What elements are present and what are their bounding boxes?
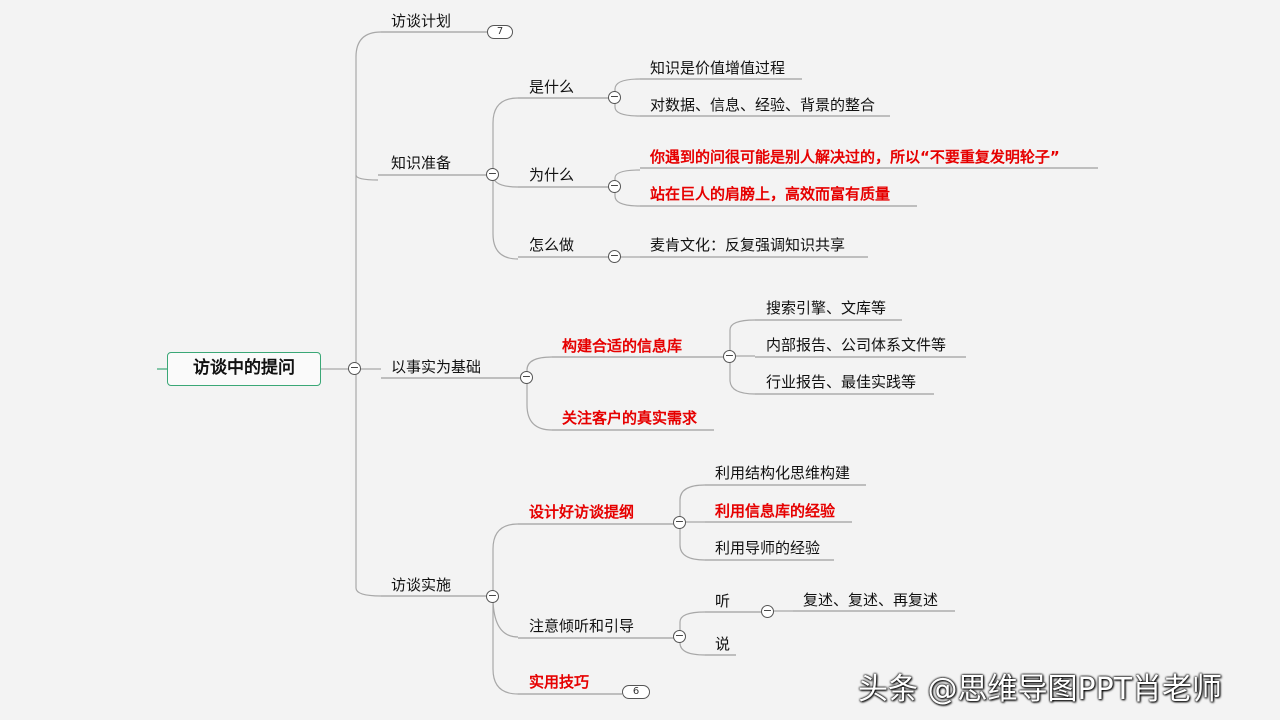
topic-what-item-1[interactable]: 知识是价值增值过程 bbox=[650, 59, 786, 77]
topic-database-item-1[interactable]: 搜索引擎、文库等 bbox=[766, 299, 887, 317]
topic-database-item-3[interactable]: 行业报告、最佳实践等 bbox=[766, 373, 917, 391]
topic-tips[interactable]: 实用技巧 bbox=[529, 673, 590, 691]
watermark-text: 头条 @思维导图PPT肖老师 bbox=[858, 672, 1223, 707]
how-collapse-toggle[interactable]: − bbox=[608, 249, 621, 263]
what-collapse-toggle[interactable]: − bbox=[608, 90, 621, 104]
topic-how-item-1[interactable]: 麦肯文化：反复强调知识共享 bbox=[650, 236, 846, 254]
topic-outline-item-1[interactable]: 利用结构化思维构建 bbox=[715, 464, 851, 482]
facts-collapse-toggle[interactable]: − bbox=[520, 370, 533, 384]
listen-collapse-toggle[interactable]: − bbox=[673, 629, 686, 643]
topic-listen[interactable]: 注意倾听和引导 bbox=[529, 617, 635, 635]
root-topic[interactable]: 访谈中的提问 bbox=[167, 352, 321, 386]
root-collapse-toggle[interactable]: − bbox=[348, 361, 361, 375]
topic-knowledge[interactable]: 知识准备 bbox=[391, 154, 452, 172]
topic-why-item-2[interactable]: 站在巨人的肩膀上，高效而富有质量 bbox=[650, 185, 891, 203]
topic-what[interactable]: 是什么 bbox=[529, 78, 575, 96]
topic-how[interactable]: 怎么做 bbox=[529, 236, 575, 254]
topic-execution[interactable]: 访谈实施 bbox=[391, 576, 452, 594]
topic-needs[interactable]: 关注客户的真实需求 bbox=[562, 409, 698, 427]
topic-why-item-1[interactable]: 你遇到的问很可能是别人解决过的，所以“不要重复发明轮子” bbox=[650, 148, 1060, 166]
topic-outline-item-3[interactable]: 利用导师的经验 bbox=[715, 539, 821, 557]
topic-speak[interactable]: 说 bbox=[715, 635, 731, 653]
why-collapse-toggle[interactable]: − bbox=[608, 179, 621, 193]
topic-what-item-2[interactable]: 对数据、信息、经验、背景的整合 bbox=[650, 96, 876, 114]
topic-facts[interactable]: 以事实为基础 bbox=[391, 358, 482, 376]
database-collapse-toggle[interactable]: − bbox=[723, 349, 736, 363]
topic-outline[interactable]: 设计好访谈提纲 bbox=[529, 503, 635, 521]
execution-collapse-toggle[interactable]: − bbox=[486, 589, 499, 603]
knowledge-collapse-toggle[interactable]: − bbox=[486, 167, 499, 181]
topic-database[interactable]: 构建合适的信息库 bbox=[562, 337, 683, 355]
topic-database-item-2[interactable]: 内部报告、公司体系文件等 bbox=[766, 336, 947, 354]
plan-collapsed-count[interactable]: 7 bbox=[487, 25, 513, 39]
topic-plan[interactable]: 访谈计划 bbox=[391, 12, 452, 30]
topic-hear[interactable]: 听 bbox=[715, 592, 731, 610]
hear-collapse-toggle[interactable]: − bbox=[761, 604, 774, 618]
topic-hear-item-1[interactable]: 复述、复述、再复述 bbox=[803, 591, 939, 609]
topic-why[interactable]: 为什么 bbox=[529, 166, 575, 184]
topic-outline-item-2[interactable]: 利用信息库的经验 bbox=[715, 502, 836, 520]
tips-collapsed-count[interactable]: 6 bbox=[622, 685, 650, 699]
outline-collapse-toggle[interactable]: − bbox=[673, 515, 686, 529]
